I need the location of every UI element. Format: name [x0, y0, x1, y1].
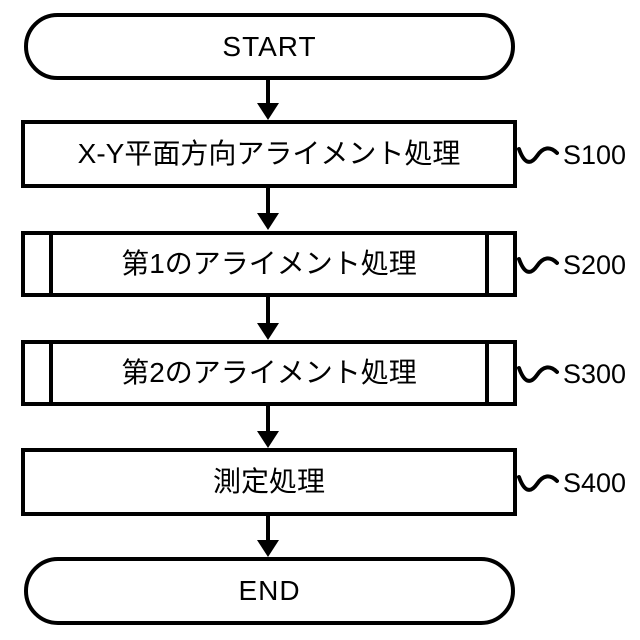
step-ref-s200-text: S200 — [563, 249, 627, 280]
arrow-head-icon — [257, 103, 279, 120]
tilde-connector-icon — [517, 256, 559, 274]
step-ref-s100: S100 — [517, 139, 626, 171]
node-end-label: END — [238, 575, 301, 606]
node-s100-process: X-Y平面方向アライメント処理 — [21, 120, 517, 188]
step-ref-s300: S300 — [517, 358, 626, 390]
flow-arrow-s100-to-s200 — [257, 188, 279, 230]
tilde-connector-icon — [517, 146, 559, 164]
predefined-process-right-line — [485, 344, 489, 402]
step-ref-s400: S400 — [517, 467, 626, 499]
node-start-terminator: START — [24, 13, 515, 80]
node-s300-label: 第2のアライメント処理 — [121, 357, 417, 388]
arrow-shaft — [266, 516, 270, 543]
arrow-head-icon — [257, 323, 279, 340]
step-ref-s300-text: S300 — [563, 358, 627, 389]
node-end-terminator: END — [24, 557, 515, 625]
tilde-connector-icon — [517, 365, 559, 383]
flow-arrow-s300-to-s400 — [257, 406, 279, 448]
predefined-process-left-line — [49, 344, 53, 402]
node-s400-process: 測定処理 — [21, 448, 517, 516]
step-ref-s200: S200 — [517, 249, 626, 281]
arrow-head-icon — [257, 540, 279, 557]
arrow-shaft — [266, 188, 270, 216]
arrow-head-icon — [257, 431, 279, 448]
arrow-head-icon — [257, 213, 279, 230]
arrow-shaft — [266, 406, 270, 434]
node-s400-label: 測定処理 — [212, 466, 325, 497]
node-s200-label: 第1のアライメント処理 — [121, 248, 417, 279]
flow-arrow-s400-to-end — [257, 516, 279, 557]
flow-arrow-s200-to-s300 — [257, 297, 279, 340]
node-s200-predefined-process: 第1のアライメント処理 — [21, 231, 517, 297]
predefined-process-right-line — [485, 235, 489, 293]
node-s100-label: X-Y平面方向アライメント処理 — [77, 138, 461, 169]
step-ref-s400-text: S400 — [563, 467, 627, 498]
flow-arrow-start-to-s100 — [257, 80, 279, 120]
node-start-label: START — [222, 30, 317, 62]
arrow-shaft — [266, 297, 270, 326]
step-ref-s100-text: S100 — [563, 139, 627, 170]
arrow-shaft — [266, 80, 270, 106]
predefined-process-left-line — [49, 235, 53, 293]
tilde-connector-icon — [517, 474, 559, 492]
node-s300-predefined-process: 第2のアライメント処理 — [21, 340, 517, 406]
